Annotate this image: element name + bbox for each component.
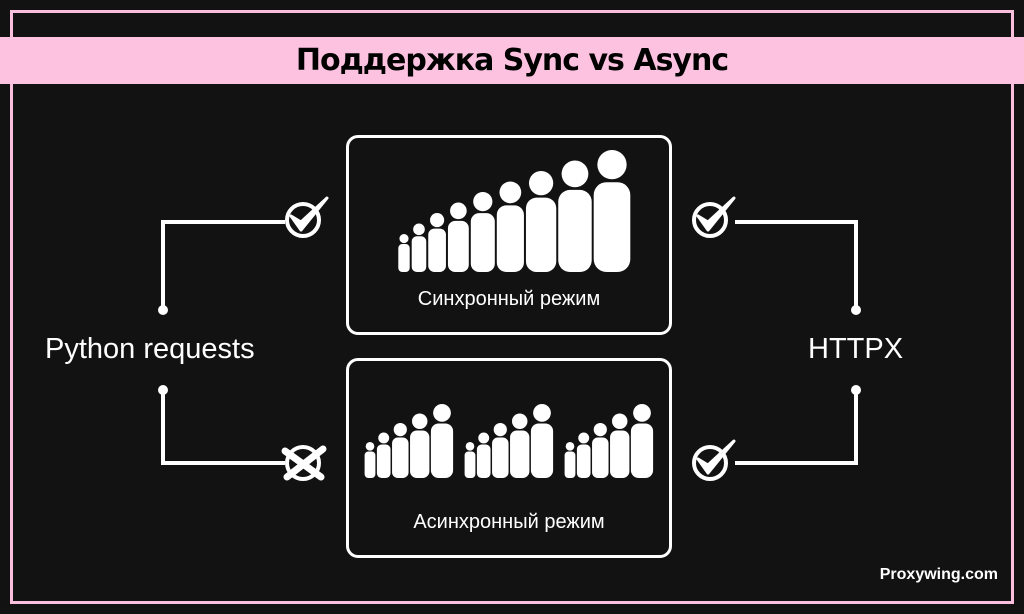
connector-python-async — [161, 390, 285, 465]
person-icon — [576, 432, 591, 478]
brand-watermark: Proxywing.com — [879, 566, 998, 583]
cross-icon — [281, 445, 327, 481]
page-title: Поддержка Sync vs Async — [295, 43, 729, 78]
async-caption: Асинхронный режим — [413, 511, 605, 533]
person-icon — [428, 213, 446, 272]
connector-httpx-async — [735, 390, 858, 465]
person-icon — [376, 432, 391, 478]
connector-dot — [158, 385, 168, 395]
check-icon — [692, 439, 736, 481]
check-icon — [692, 196, 736, 238]
python-requests-label: Python requests — [45, 333, 255, 365]
sync-caption: Синхронный режим — [417, 288, 601, 310]
person-icon — [510, 413, 530, 478]
person-icon — [398, 234, 410, 272]
person-icon — [610, 413, 630, 478]
outer-frame — [10, 10, 1014, 604]
person-icon — [558, 160, 592, 272]
person-icon — [592, 423, 609, 478]
person-icon — [476, 432, 491, 478]
person-icon — [410, 413, 430, 478]
person-icon — [464, 442, 476, 478]
person-icon — [411, 223, 427, 272]
connector-dot — [851, 305, 861, 315]
httpx-label: HTTPX — [808, 333, 904, 365]
person-icon — [496, 181, 524, 272]
person-icon — [564, 442, 576, 478]
person-icon — [470, 192, 495, 272]
connector-dot — [851, 385, 861, 395]
connector-python-sync — [161, 220, 285, 310]
connector-httpx-sync — [735, 220, 858, 310]
async-mode-box: Асинхронный режим — [346, 358, 672, 558]
check-icon — [285, 196, 329, 238]
title-band: Поддержка Sync vs Async — [0, 37, 1024, 84]
person-icon — [525, 171, 557, 272]
person-icon — [530, 404, 554, 478]
person-icon — [447, 202, 469, 272]
person-icon — [492, 423, 509, 478]
person-icon — [630, 404, 654, 478]
sync-mode-box: Синхронный режим — [346, 135, 672, 335]
person-icon — [364, 442, 376, 478]
person-icon — [593, 150, 631, 272]
connector-dot — [158, 305, 168, 315]
person-icon — [430, 404, 454, 478]
person-icon — [392, 423, 409, 478]
